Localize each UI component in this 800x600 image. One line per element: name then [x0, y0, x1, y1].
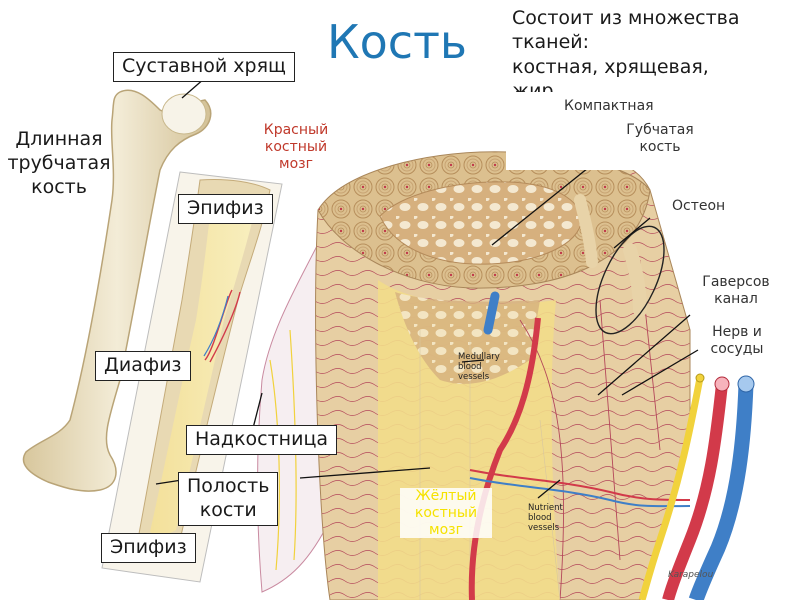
description-line: тканей:: [512, 30, 800, 54]
label-line: мозг: [400, 522, 492, 539]
label-line: Губчатая: [620, 122, 700, 139]
label-line: сосуды: [702, 341, 772, 358]
label-line: Длинная: [0, 128, 118, 152]
label-epiphysis-bottom: Эпифиз: [101, 533, 196, 563]
label-line: Красный: [255, 122, 337, 139]
label-line: трубчатая: [0, 152, 118, 176]
label-cavity: Полость кости: [178, 472, 278, 526]
label-line: vessels: [458, 373, 506, 383]
description-line: костная, хрящевая,: [512, 55, 800, 79]
label-compact: Компактная: [564, 98, 654, 115]
label-line: мозг: [255, 156, 337, 173]
label-red-marrow: Красный костный мозг: [255, 122, 337, 172]
page-title: Кость: [327, 14, 467, 72]
label-nerve-vessels: Нерв и сосуды: [702, 324, 772, 358]
label-periosteum: Надкостница: [186, 425, 337, 455]
label-haversian: Гаверсов канал: [694, 274, 778, 308]
label-nutrient: Nutrient blood vessels: [528, 504, 574, 533]
label-line: Жёлтый: [400, 488, 492, 505]
label-long-bone: Длинная трубчатая кость: [0, 128, 118, 199]
label-epiphysis-top: Эпифиз: [178, 194, 273, 224]
label-line: Нерв и: [702, 324, 772, 341]
label-line: кость: [620, 139, 700, 156]
label-line: кость: [0, 176, 118, 200]
description-line: Состоит из множества: [512, 6, 800, 30]
label-line: канал: [694, 291, 778, 308]
label-line: vessels: [528, 524, 574, 534]
label-line: костный: [255, 139, 337, 156]
label-spongy: Губчатая кость: [620, 122, 700, 156]
label-line: костный: [400, 505, 492, 522]
label-line: Полость: [187, 475, 269, 499]
label-osteon: Остеон: [672, 198, 725, 215]
label-line: кости: [187, 499, 269, 523]
label-line: Гаверсов: [694, 274, 778, 291]
label-yellow-marrow: Жёлтый костный мозг: [400, 488, 492, 538]
artist-signature: Karapelou: [668, 570, 713, 581]
label-articular-cartilage: Суставной хрящ: [113, 52, 295, 82]
label-medullary: Medullary blood vessels: [458, 353, 506, 382]
label-diaphysis: Диафиз: [95, 351, 191, 381]
